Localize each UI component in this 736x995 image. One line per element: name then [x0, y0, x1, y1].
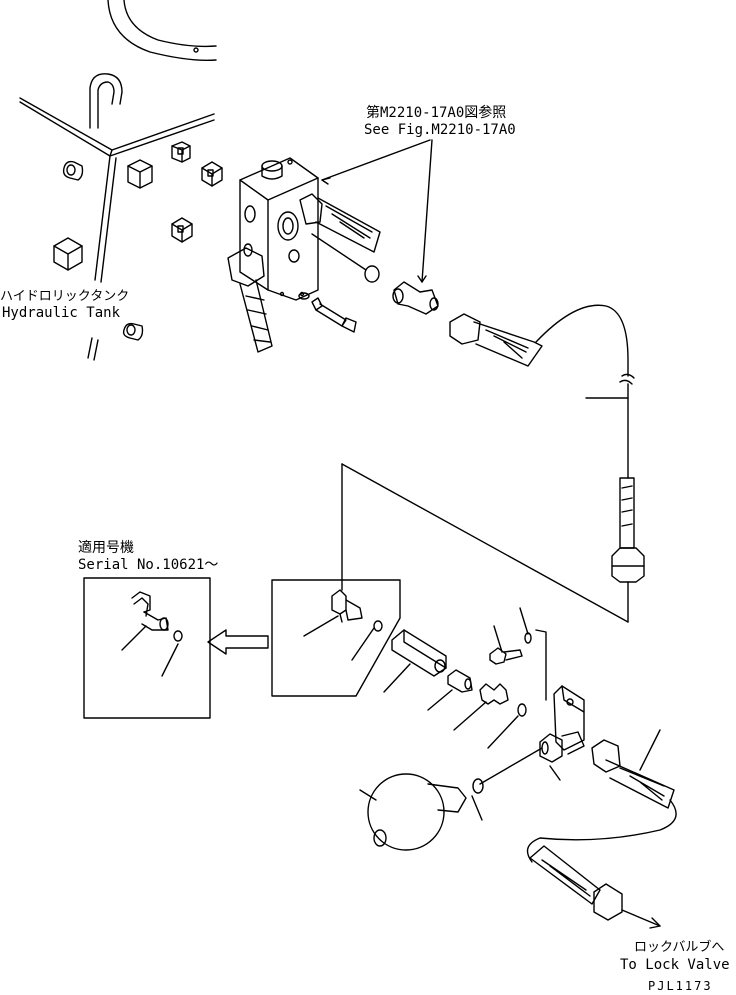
tank-cube [201, 161, 223, 187]
detail-box-current [271, 579, 401, 697]
bushing [391, 629, 447, 677]
reference-arrow [207, 629, 269, 655]
ref-label-jp: 第M2210-17A0図参照 [366, 104, 506, 121]
ref-label-en: See Fig.M2210-17A0 [364, 122, 516, 138]
hose-line [526, 799, 677, 863]
tee-fitting [331, 589, 363, 623]
valve-block [239, 157, 319, 301]
applicable-label-jp: 適用号機 [78, 539, 134, 556]
steel-pipe [535, 304, 629, 377]
hose-fitting-bottom [591, 729, 675, 809]
drawing-number: PJL1173 [648, 979, 713, 993]
hose-end [529, 845, 623, 921]
tank-label-en: Hydraulic Tank [2, 305, 121, 321]
hose-fitting-left [227, 247, 273, 353]
hose-fitting-lower-right [611, 477, 645, 583]
elbow-fitting [131, 591, 169, 631]
lock-valve-label-jp: ロックバルブへ [634, 939, 724, 955]
o-ring-accumulator [472, 778, 484, 794]
hose-fitting-mid [449, 313, 543, 367]
accumulator [359, 773, 467, 851]
spring [479, 683, 509, 705]
mounting-bolt [489, 647, 523, 665]
tank-label-jp: ハイドロリックタンク [0, 289, 129, 304]
tank-cube [171, 141, 191, 163]
adapter [392, 281, 439, 315]
nipple [447, 669, 473, 693]
tank-cube [127, 159, 153, 189]
tank-plug [62, 160, 84, 181]
bracket [553, 685, 585, 751]
washer [298, 292, 310, 300]
hydraulic-tank [19, 0, 223, 361]
o-ring [364, 265, 380, 283]
detail-box-serial [83, 577, 211, 719]
hose-fitting-upper [299, 193, 381, 253]
lock-valve-label-en: To Lock Valve [620, 957, 730, 973]
bolt [311, 297, 357, 333]
tank-cube [171, 217, 193, 243]
tank-plug [122, 322, 144, 341]
tank-cube [53, 237, 83, 271]
o-ring-small [517, 703, 527, 717]
elbow-fitting-lower [539, 731, 585, 763]
serial-label: Serial No.10621～ [78, 557, 218, 573]
